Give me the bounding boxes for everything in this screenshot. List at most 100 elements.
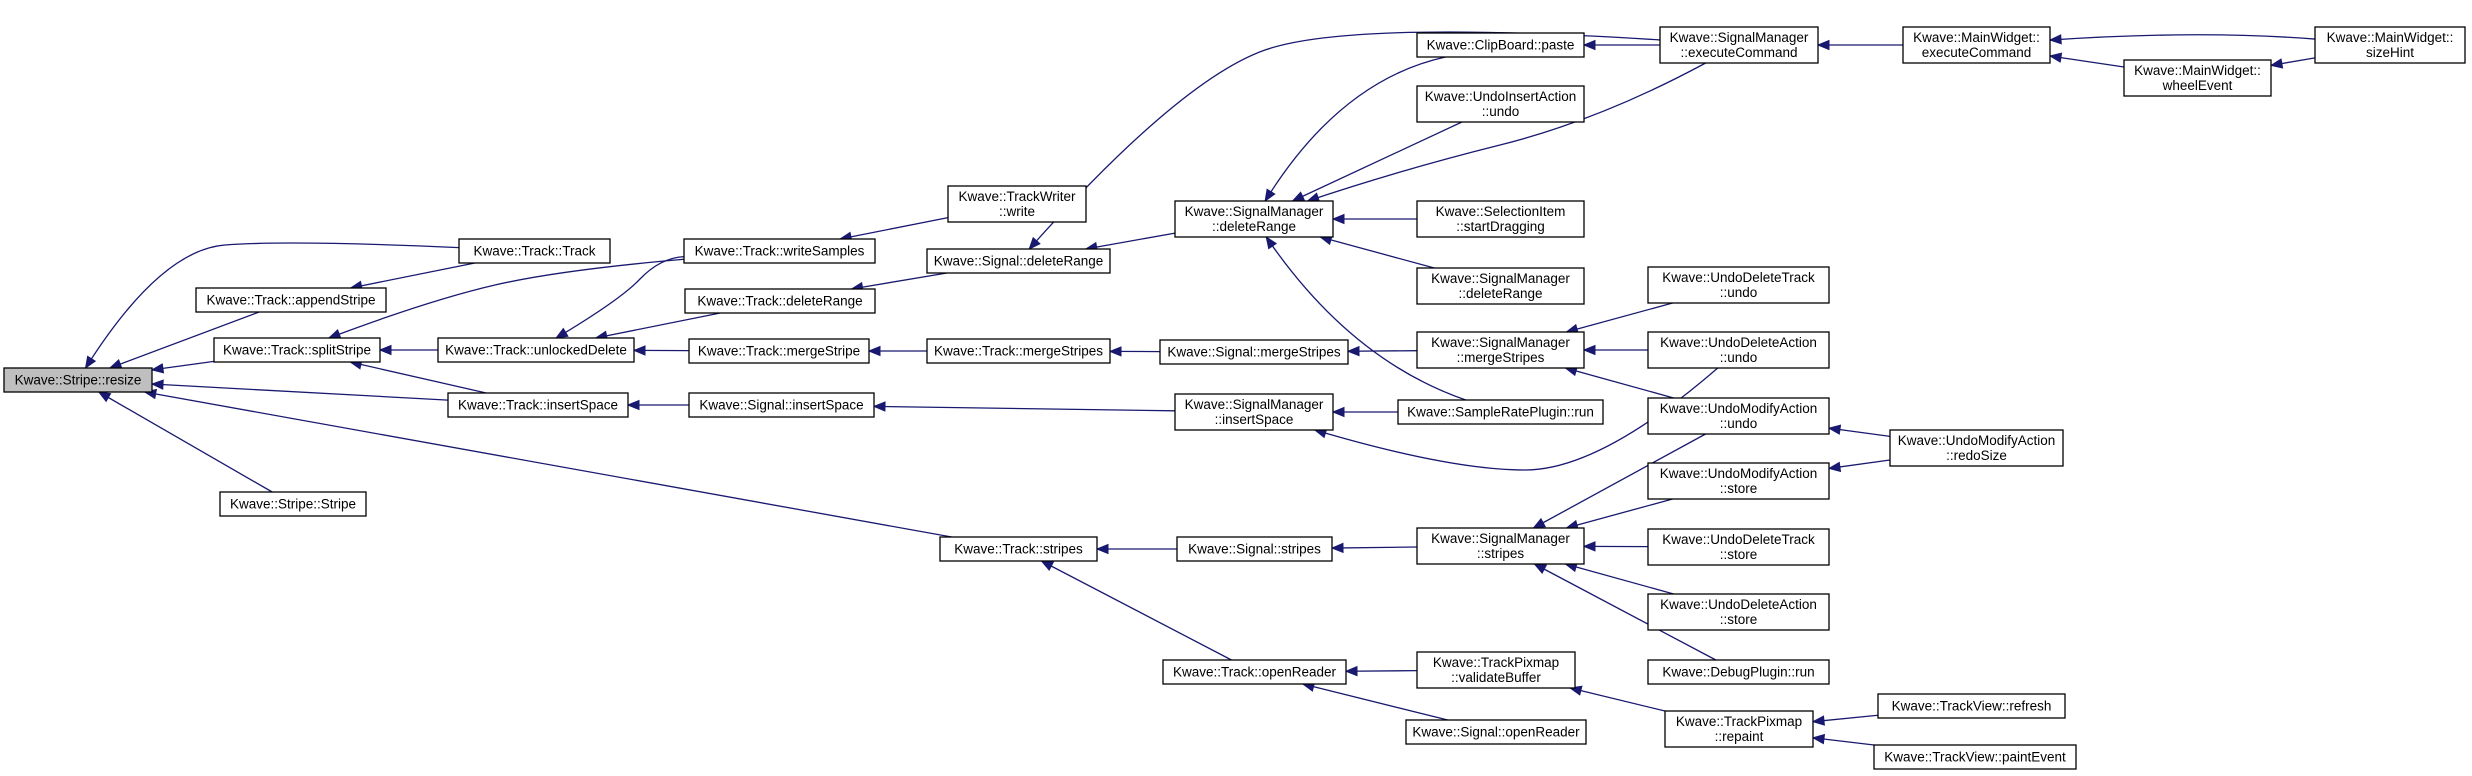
node-label: Kwave::Track::deleteRange xyxy=(697,294,862,309)
node-box xyxy=(1664,710,1814,748)
arrowhead xyxy=(1095,543,1109,555)
node-box xyxy=(1889,429,2064,467)
node-trackview-paint[interactable]: Kwave::TrackView::paintEvent xyxy=(1873,744,2077,770)
node-label: Kwave::MainWidget:: xyxy=(2327,30,2454,45)
node-label: Kwave::Track::stripes xyxy=(954,542,1083,557)
arrowhead xyxy=(1827,461,1842,473)
arrowhead xyxy=(1265,235,1278,250)
node-box xyxy=(2314,26,2466,64)
node-pixmap-repaint[interactable]: Kwave::TrackPixmap::repaint xyxy=(1664,710,1814,748)
node-sm-merge-stripes[interactable]: Kwave::SignalManager::mergeStripes xyxy=(1416,331,1585,369)
node-resize[interactable]: Kwave::Stripe::resize xyxy=(3,367,153,393)
edge-write_samples-to-unlocked_delete xyxy=(555,255,685,339)
node-track-stripes[interactable]: Kwave::Track::stripes xyxy=(939,536,1098,562)
node-sm-insert-space[interactable]: Kwave::SignalManager::insertSpace xyxy=(1174,393,1334,431)
arrowhead xyxy=(1811,715,1825,726)
edge-sm_stripes-to-signal_stripes xyxy=(1331,546,1418,549)
arrowhead xyxy=(1264,188,1276,203)
arrowhead xyxy=(1816,39,1830,51)
node-append[interactable]: Kwave::Track::appendStripe xyxy=(195,287,387,313)
node-label: executeCommand xyxy=(1922,45,2032,60)
node-box xyxy=(683,238,876,264)
node-undo-mod-redosize[interactable]: Kwave::UndoModifyAction::redoSize xyxy=(1889,429,2064,467)
node-box xyxy=(1659,26,1819,64)
arrowhead xyxy=(97,391,112,403)
node-debug-run[interactable]: Kwave::DebugPlugin::run xyxy=(1647,659,1830,685)
node-sm-stripes[interactable]: Kwave::SignalManager::stripes xyxy=(1416,527,1585,565)
arrowhead xyxy=(108,359,123,369)
node-undo-mod-undo[interactable]: Kwave::UndoModifyAction::undo xyxy=(1647,397,1830,435)
node-label: ::insertSpace xyxy=(1215,412,1294,427)
arrowhead xyxy=(1532,517,1547,529)
node-box xyxy=(688,392,875,418)
node-samplerate-run[interactable]: Kwave::SampleRatePlugin::run xyxy=(1397,399,1604,425)
node-clipboard-paste[interactable]: Kwave::ClipBoard::paste xyxy=(1416,32,1585,58)
node-track-merge-stripes[interactable]: Kwave::Track::mergeStripes xyxy=(926,338,1111,364)
node-label: Kwave::Track::mergeStripes xyxy=(934,344,1103,359)
edge-append-to-resize xyxy=(109,311,260,369)
node-label: ::deleteRange xyxy=(1458,286,1542,301)
node-undo-mod-store[interactable]: Kwave::UndoModifyAction::store xyxy=(1647,462,1830,500)
node-undo-del-action-undo[interactable]: Kwave::UndoDeleteAction::undo xyxy=(1647,331,1830,369)
edge-pixmap_validate-to-track_open_reader xyxy=(1345,670,1418,672)
node-track-delete-range[interactable]: Kwave::Track::deleteRange xyxy=(684,288,876,314)
node-mw-sizehint[interactable]: Kwave::MainWidget::sizeHint xyxy=(2314,26,2466,64)
node-sm-delete-range[interactable]: Kwave::SignalManager::deleteRange xyxy=(1174,200,1334,238)
node-signal-delete-range[interactable]: Kwave::Signal::deleteRange xyxy=(926,248,1111,274)
node-signal-open-reader[interactable]: Kwave::Signal::openReader xyxy=(1405,719,1587,745)
node-mw-wheel[interactable]: Kwave::MainWidget::wheelEvent xyxy=(2123,59,2272,97)
edge-track_ctor-to-resize xyxy=(85,242,460,369)
node-label: Kwave::Stripe::Stripe xyxy=(230,497,356,512)
node-label: ::undo xyxy=(1720,285,1758,300)
edge-sm_insert_space-to-signal_insert_space xyxy=(873,405,1176,412)
node-label: ::startDragging xyxy=(1456,219,1545,234)
node-undo-insert-undo[interactable]: Kwave::UndoInsertAction::undo xyxy=(1416,85,1585,123)
node-pixmap-validate[interactable]: Kwave::TrackPixmap::validateBuffer xyxy=(1416,651,1576,689)
edge-undo_mod_undo-to-sm_merge_stripes xyxy=(1565,367,1674,399)
node-label: ::mergeStripes xyxy=(1457,350,1545,365)
node-trackview-refresh[interactable]: Kwave::TrackView::refresh xyxy=(1877,693,2066,719)
node-label: Kwave::SignalManager xyxy=(1185,204,1324,219)
arrowhead xyxy=(872,401,886,412)
arrowhead xyxy=(1582,39,1596,51)
node-signal-insert-space[interactable]: Kwave::Signal::insertSpace xyxy=(688,392,875,418)
node-trackwriter-write[interactable]: Kwave::TrackWriter::write xyxy=(947,185,1087,223)
node-signal-merge-stripes[interactable]: Kwave::Signal::mergeStripes xyxy=(1159,339,1349,365)
node-label: Kwave::Track::Track xyxy=(473,244,595,259)
node-label: Kwave::TrackPixmap xyxy=(1676,714,1802,729)
node-undo-del-track-undo[interactable]: Kwave::UndoDeleteTrack::undo xyxy=(1647,266,1830,304)
node-split[interactable]: Kwave::Track::splitStripe xyxy=(213,337,381,363)
node-label: Kwave::SampleRatePlugin::run xyxy=(1407,405,1594,420)
node-merge-stripe[interactable]: Kwave::Track::mergeStripe xyxy=(688,338,870,364)
node-mw-execute[interactable]: Kwave::MainWidget::executeCommand xyxy=(1902,26,2051,64)
node-box xyxy=(1647,462,1830,500)
node-box xyxy=(1647,397,1830,435)
edge-sm_merge_stripes-to-signal_merge_stripes xyxy=(1347,350,1418,352)
arrowhead xyxy=(1344,665,1358,677)
node-box xyxy=(1162,659,1347,685)
node-undo-del-action-store[interactable]: Kwave::UndoDeleteAction::store xyxy=(1647,593,1830,631)
edge-track_open_reader-to-track_stripes xyxy=(1041,560,1232,661)
node-track-open-reader[interactable]: Kwave::Track::openReader xyxy=(1162,659,1347,685)
node-label: ::validateBuffer xyxy=(1451,670,1541,685)
edge-undo_insert_undo-to-sm_delete_range xyxy=(1292,121,1463,202)
node-label: Kwave::Track::writeSamples xyxy=(695,244,865,259)
node-box xyxy=(1877,693,2066,719)
node-write-samples[interactable]: Kwave::Track::writeSamples xyxy=(683,238,876,264)
node-label: Kwave::Track::openReader xyxy=(1173,665,1337,680)
node-box xyxy=(447,392,629,418)
node-signal-stripes[interactable]: Kwave::Signal::stripes xyxy=(1176,536,1333,562)
node-track-insert-space[interactable]: Kwave::Track::insertSpace xyxy=(447,392,629,418)
node-sm-execute[interactable]: Kwave::SignalManager::executeCommand xyxy=(1659,26,1819,64)
node-box xyxy=(1416,331,1585,369)
arrowhead xyxy=(1346,345,1360,357)
node-unlocked-delete[interactable]: Kwave::Track::unlockedDelete xyxy=(437,337,635,363)
node-stripe-ctor[interactable]: Kwave::Stripe::Stripe xyxy=(219,491,367,517)
node-track-ctor[interactable]: Kwave::Track::Track xyxy=(458,238,611,264)
node-undo-del-track-store[interactable]: Kwave::UndoDeleteTrack::store xyxy=(1647,528,1830,566)
node-sm-delete-range2[interactable]: Kwave::SignalManager::deleteRange xyxy=(1416,267,1585,305)
node-box xyxy=(1873,744,2077,770)
node-label: ::write xyxy=(999,204,1035,219)
node-selection-start[interactable]: Kwave::SelectionItem::startDragging xyxy=(1416,200,1585,238)
arrowhead xyxy=(378,344,392,356)
